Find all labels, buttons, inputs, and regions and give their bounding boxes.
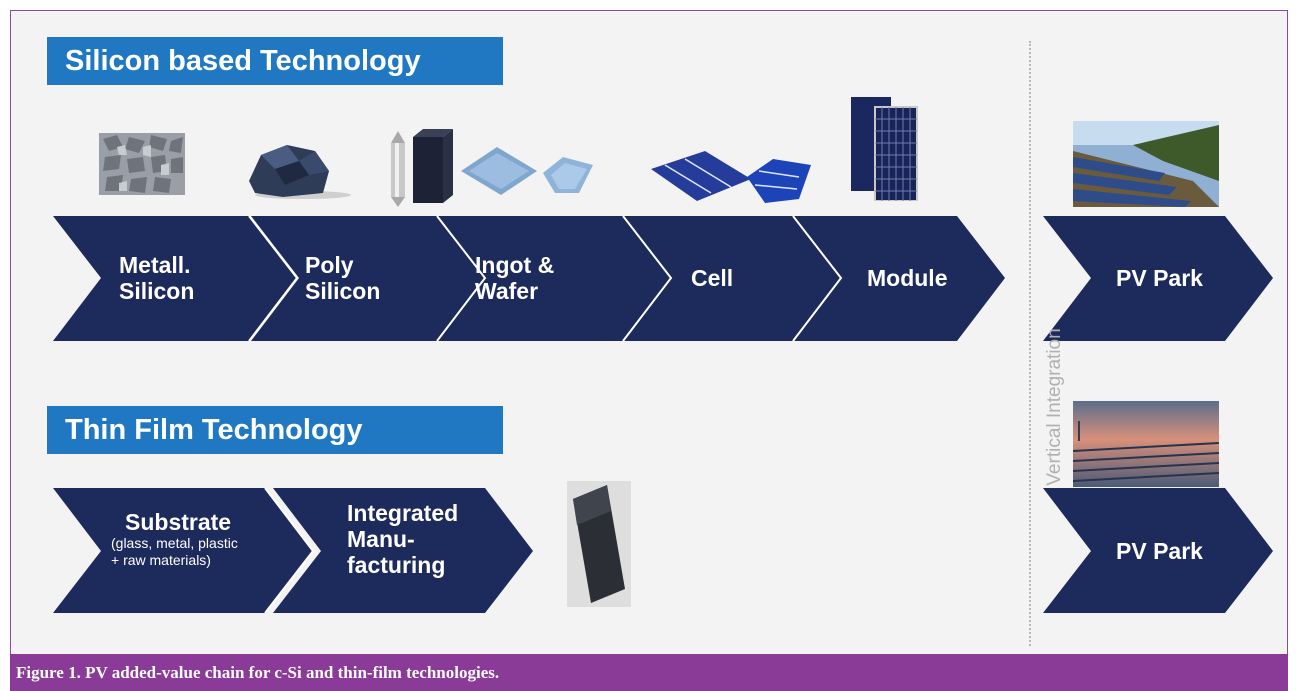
- wafer-icon: [461, 147, 593, 195]
- step-ingot-wafer-line2: Wafer: [475, 278, 539, 304]
- step-metall-silicon-line2: Silicon: [119, 278, 195, 304]
- vertical-divider: [1029, 41, 1031, 646]
- diagram-frame: Silicon based Technology Thin Film Techn…: [10, 10, 1288, 656]
- substrate-title: Substrate: [125, 509, 232, 535]
- pv-park-thin-label: PV Park: [1116, 538, 1203, 564]
- chevron-substrate: [53, 488, 313, 613]
- step-cell-line1: Cell: [691, 265, 734, 291]
- step-pv-park-silicon: PV Park: [1116, 265, 1203, 291]
- vertical-integration-label: Vertical Integration: [1044, 328, 1065, 486]
- solar-module-icon: [851, 97, 918, 201]
- thin-film-banner-title: Thin Film Technology: [65, 414, 363, 446]
- chevron-poly-silicon: [251, 216, 485, 341]
- step-metall-silicon-line1: Metall.: [119, 252, 191, 278]
- pv-park-sunset-photo: [1073, 401, 1219, 487]
- thin-film-module-icon: [567, 481, 631, 607]
- step-ingot-wafer-line1: Ingot &: [475, 252, 555, 278]
- step-metall-silicon: Metall. Silicon: [119, 252, 194, 304]
- figure-caption-text: Figure 1. PV added-value chain for c-Si …: [16, 663, 500, 682]
- thin-film-banner: Thin Film Technology: [47, 406, 503, 454]
- step-substrate: Substrate (glass, metal, plastic + raw m…: [111, 509, 238, 569]
- solar-cell-icon: [651, 151, 811, 203]
- chevron-pv-park-thin: [1043, 488, 1273, 613]
- pv-park-photo: [1073, 121, 1219, 207]
- chevron-cell: [605, 216, 841, 341]
- chevron-metall-silicon: [53, 216, 297, 341]
- substrate-detail: (glass, metal, plastic + raw materials): [111, 535, 238, 568]
- figure-caption: Figure 1. PV added-value chain for c-Si …: [10, 654, 1288, 691]
- step-poly-silicon-line2: Silicon: [305, 278, 381, 304]
- step-integrated: Integrated Manu- facturing: [347, 500, 458, 578]
- step-ingot-wafer: Ingot & Wafer: [475, 252, 554, 304]
- integrated-label: Integrated Manu- facturing: [347, 500, 459, 578]
- chevron-pv-park-silicon: [1043, 216, 1273, 341]
- step-module-line1: Module: [867, 265, 948, 291]
- silicon-banner-title: Silicon based Technology: [65, 45, 421, 77]
- chevron-module: [793, 216, 1005, 341]
- chevron-arrows: [53, 215, 1273, 614]
- step-poly-silicon-line1: Poly: [305, 252, 354, 278]
- ingot-icon: [391, 129, 453, 207]
- metallurgical-silicon-icon: [99, 133, 185, 195]
- step-cell: Cell: [691, 265, 733, 291]
- silicon-banner: Silicon based Technology: [47, 37, 503, 85]
- step-module: Module: [867, 265, 948, 291]
- chevron-ingot-wafer: [437, 216, 671, 341]
- pv-park-silicon-label: PV Park: [1116, 265, 1203, 291]
- step-poly-silicon: Poly Silicon: [305, 252, 380, 304]
- polysilicon-chunk-icon: [249, 145, 351, 199]
- chevron-integrated: [273, 488, 533, 613]
- step-pv-park-thin: PV Park: [1116, 538, 1203, 564]
